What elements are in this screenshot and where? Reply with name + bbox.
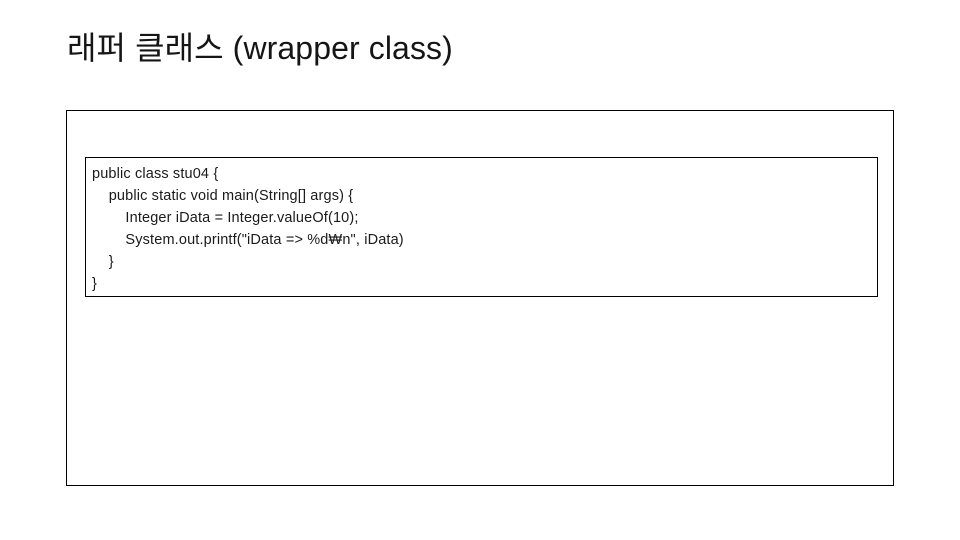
code-frame: public class stu04 { public static void … bbox=[85, 157, 878, 297]
code-line: public class stu04 { bbox=[92, 166, 219, 182]
code-line: System.out.printf("iData => %d₩n", iData… bbox=[92, 232, 404, 248]
code-line: } bbox=[92, 276, 97, 292]
code-line: public static void main(String[] args) { bbox=[92, 188, 354, 204]
code-block: public class stu04 { public static void … bbox=[92, 163, 873, 295]
content-frame: public class stu04 { public static void … bbox=[66, 110, 894, 486]
page-title: 래퍼 클래스 (wrapper class) bbox=[67, 30, 453, 66]
code-line: Integer iData = Integer.valueOf(10); bbox=[92, 210, 359, 226]
code-line: } bbox=[92, 254, 114, 270]
